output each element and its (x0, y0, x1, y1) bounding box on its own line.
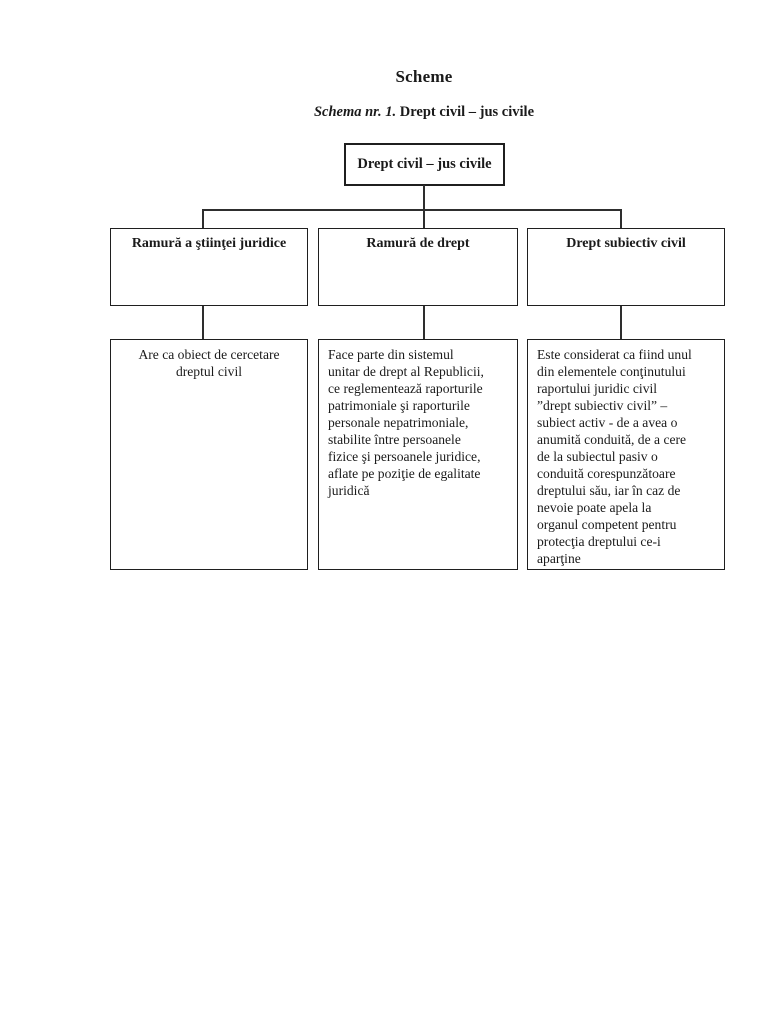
connector-drop-right (620, 209, 622, 229)
scheme-number-label: Schema nr. 1. (313, 104, 397, 120)
connector-drop-left (202, 209, 204, 229)
branch-header-ramura-stiintei-juridice: Ramură a ştiinţei juridice (110, 228, 308, 306)
branch-header-drept-subiectiv-civil: Drept subiectiv civil (527, 228, 725, 306)
branch-detail-drept-subiectiv-civil: Este considerat ca fiind unul din elemen… (527, 339, 725, 570)
connector-right-to-detail (620, 305, 622, 340)
branch-header-ramura-de-drept: Ramură de drept (318, 228, 518, 306)
branch-detail-ramura-de-drept: Face parte din sistemul unitar de drept … (318, 339, 518, 570)
scheme-subtitle-text: Drept civil – jus civile (396, 104, 535, 120)
scheme-subtitle: Schema nr. 1. Drept civil – jus civile (104, 104, 744, 121)
connector-drop-middle (423, 209, 425, 229)
connector-left-to-detail (202, 305, 204, 340)
connector-horizontal-rail (202, 209, 621, 211)
connector-root-stub (423, 185, 425, 209)
connector-middle-to-detail (423, 305, 425, 340)
page-title: Scheme (395, 67, 453, 86)
branch-detail-ramura-stiintei-juridice: Are ca obiect de cercetare dreptul civil (110, 339, 308, 570)
root-node-drept-civil: Drept civil – jus civile (344, 143, 505, 186)
